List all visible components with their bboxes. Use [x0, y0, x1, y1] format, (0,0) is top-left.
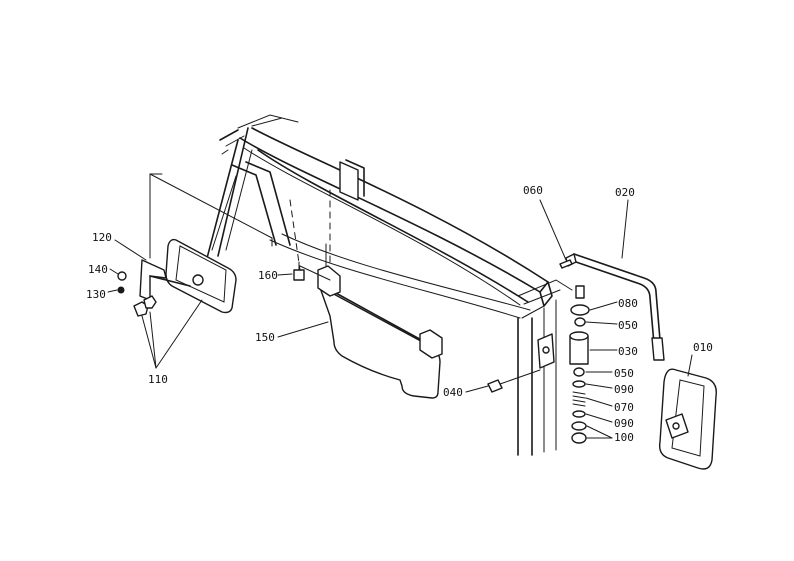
callout-050-lower: 050: [614, 367, 634, 380]
sun-visor: [293, 243, 443, 399]
left-mirror-assembly: [117, 173, 273, 317]
callout-130: 130: [86, 288, 106, 301]
right-mirror-assembly: [487, 253, 717, 470]
callout-030: 030: [618, 345, 638, 358]
callout-090-upper: 090: [614, 383, 634, 396]
callout-120: 120: [92, 231, 112, 244]
callout-150: 150: [255, 331, 275, 344]
callout-labels: 010 020 030 040 050 050 060 070 080 090 …: [86, 184, 713, 444]
callout-010: 010: [693, 341, 713, 354]
leader-lines: [107, 199, 693, 439]
callout-020: 020: [615, 186, 635, 199]
callout-140: 140: [88, 263, 108, 276]
callout-060: 060: [523, 184, 543, 197]
callout-100: 100: [614, 431, 634, 444]
callout-080: 080: [618, 297, 638, 310]
callout-050-upper: 050: [618, 319, 638, 332]
callout-070: 070: [614, 401, 634, 414]
callout-090-lower: 090: [614, 417, 634, 430]
callout-040: 040: [443, 386, 463, 399]
callout-160: 160: [258, 269, 278, 282]
callout-110: 110: [148, 373, 168, 386]
cab-frame: [205, 114, 573, 456]
